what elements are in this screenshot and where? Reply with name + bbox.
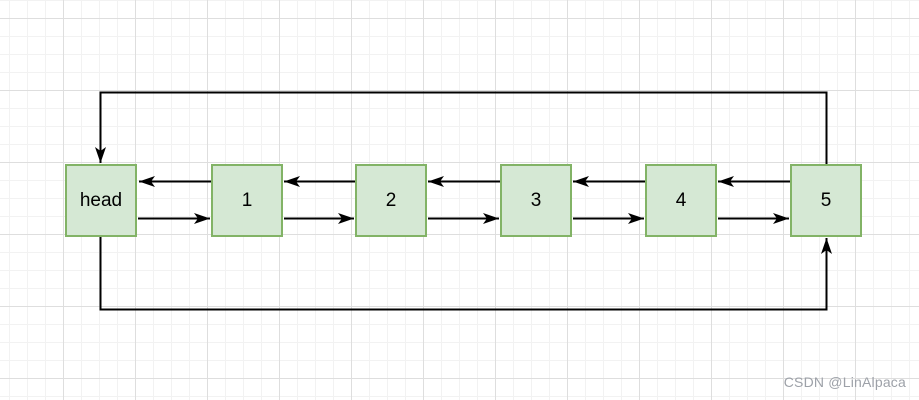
node-label: 1 [241, 189, 253, 211]
node-2: 2 [355, 164, 427, 237]
node-4: 4 [645, 164, 717, 237]
node-head: head [65, 164, 137, 237]
node-label: 5 [820, 189, 832, 211]
node-3: 3 [500, 164, 572, 237]
node-label: 4 [675, 189, 687, 211]
node-5: 5 [790, 164, 862, 237]
node-label: head [79, 189, 123, 211]
watermark: CSDN @LinAlpaca [783, 374, 906, 390]
node-label: 2 [385, 189, 397, 211]
node-label: 3 [530, 189, 542, 211]
edge-wrap-bottom-head-5 [99, 237, 832, 311]
edge-wrap-top-5-head [95, 91, 828, 164]
node-1: 1 [211, 164, 283, 237]
